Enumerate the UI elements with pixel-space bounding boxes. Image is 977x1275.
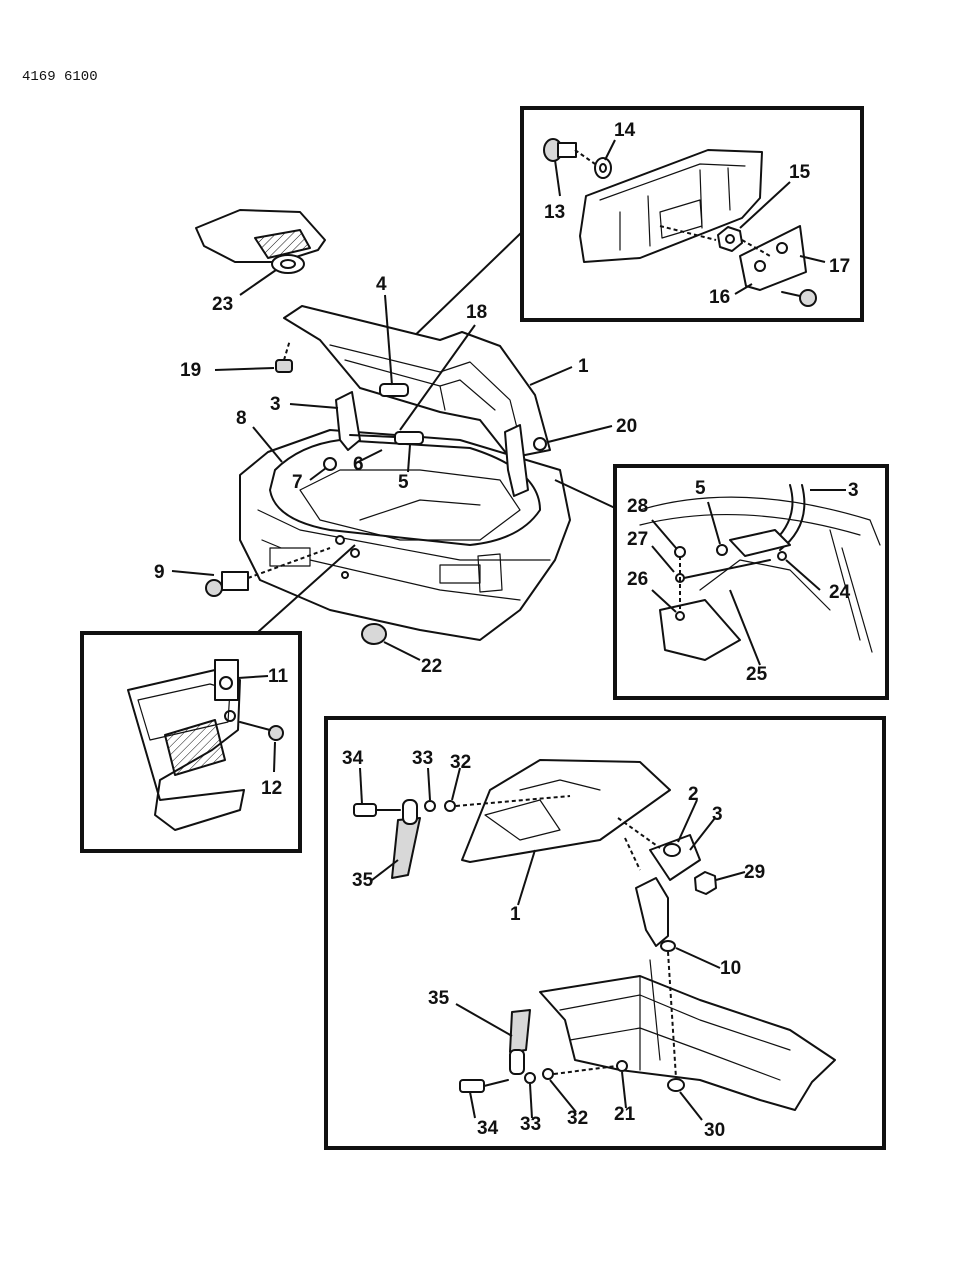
callout-35-top: 35 xyxy=(352,870,374,891)
callout-4: 4 xyxy=(376,274,387,295)
body-panel-drawing xyxy=(539,975,836,1111)
callout-3-detail: 3 xyxy=(848,480,859,501)
callout-28: 28 xyxy=(627,496,648,517)
callout-35-bottom: 35 xyxy=(428,988,450,1009)
part-23-drawing: 23 xyxy=(195,209,326,315)
deck-lid-drawing xyxy=(283,305,551,459)
callout-26: 26 xyxy=(627,569,648,590)
document-number: 4169 6100 xyxy=(22,69,98,85)
callout-25: 25 xyxy=(746,664,768,685)
callout-11: 11 xyxy=(268,666,289,687)
callout-24: 24 xyxy=(829,582,851,603)
weatherstrip-drawing xyxy=(268,438,542,547)
hinge-strut-detail-box: 34 33 32 35 1 2 3 29 10 35 34 33 32 21 3… xyxy=(324,716,886,1150)
callout-10: 10 xyxy=(720,958,741,979)
callout-3-main: 3 xyxy=(270,394,281,415)
callout-33-bottom: 33 xyxy=(520,1114,541,1135)
latch-detail-frame xyxy=(520,106,864,322)
callout-32-top: 32 xyxy=(450,752,471,773)
callout-17: 17 xyxy=(829,256,850,277)
callout-2: 2 xyxy=(688,784,699,805)
striker-connector-line xyxy=(257,544,356,633)
lid-corner-drawing xyxy=(461,759,671,863)
callout-12: 12 xyxy=(261,778,282,799)
callout-33-top: 33 xyxy=(412,748,433,769)
hinge-link-detail-box: 5 3 28 27 26 24 25 xyxy=(613,464,889,700)
callout-21: 21 xyxy=(614,1104,636,1125)
callout-15: 15 xyxy=(789,162,811,183)
callout-1-detail: 1 xyxy=(510,904,521,925)
striker-detail-box: 11 12 xyxy=(80,631,302,853)
callout-16: 16 xyxy=(709,287,730,308)
callout-34-top: 34 xyxy=(342,748,364,769)
callout-18: 18 xyxy=(466,302,487,323)
callout-27: 27 xyxy=(627,529,648,550)
callout-3-lower: 3 xyxy=(712,804,723,825)
callout-9: 9 xyxy=(154,562,165,583)
callout-34-bottom: 34 xyxy=(477,1118,499,1139)
callout-8: 8 xyxy=(236,408,247,429)
callout-5-main: 5 xyxy=(398,472,409,493)
callout-19: 19 xyxy=(180,360,201,381)
callout-32-bottom: 32 xyxy=(567,1108,588,1129)
callout-1-main: 1 xyxy=(578,356,589,377)
latch-detail-box: 13 14 15 16 17 xyxy=(520,106,864,322)
hinge-connector-line xyxy=(554,479,616,509)
callout-6: 6 xyxy=(353,454,364,475)
striker-detail-frame xyxy=(80,631,302,853)
trunk-main-view: 4 18 19 3 8 1 20 7 6 5 9 22 xyxy=(154,274,637,677)
callout-30: 30 xyxy=(704,1120,725,1141)
hinge-strut-detail-frame xyxy=(324,716,886,1150)
hinge-link-detail-frame xyxy=(613,464,889,700)
callout-5-detail: 5 xyxy=(695,478,706,499)
callout-7: 7 xyxy=(292,472,303,493)
callout-22: 22 xyxy=(421,656,442,677)
callout-13: 13 xyxy=(544,202,565,223)
callout-23: 23 xyxy=(212,294,233,315)
latch-connector-line xyxy=(404,231,523,346)
latch-housing-drawing xyxy=(579,149,763,263)
callout-14: 14 xyxy=(614,120,636,141)
callout-29: 29 xyxy=(744,862,765,883)
callout-20: 20 xyxy=(616,416,637,437)
